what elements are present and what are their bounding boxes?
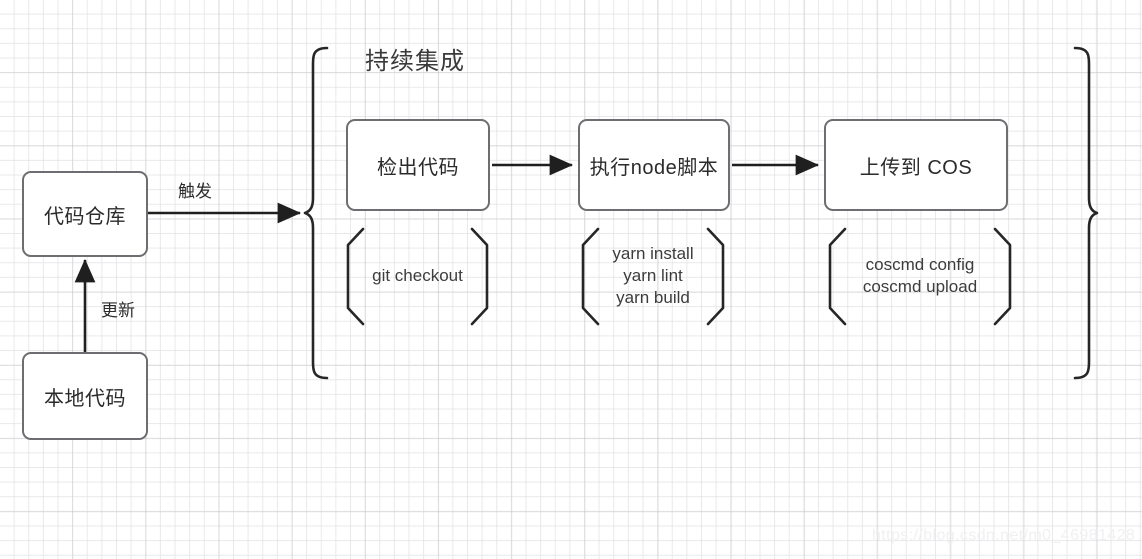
ci-group-right-brace (1073, 46, 1099, 380)
edge-label-trigger: 触发 (178, 182, 212, 201)
ci-group-left-brace (303, 46, 329, 380)
watermark-text: https://blog.csdn.net/m0_46981428 (872, 527, 1136, 544)
edge-label-update: 更新 (101, 301, 135, 320)
node-run-node-script[interactable]: 执行node脚本 (578, 119, 730, 211)
bracket-text-node-commands: yarn install yarn lint yarn build (612, 244, 694, 307)
node-upload-to-cos[interactable]: 上传到 COS (824, 119, 1008, 211)
bracket-text-checkout-commands: git checkout (372, 266, 463, 285)
node-local-code[interactable]: 本地代码 (22, 352, 148, 440)
ci-group-title: 持续集成 (365, 48, 465, 75)
bracket-text-cos-commands: coscmd config coscmd upload (862, 255, 978, 296)
node-checkout-code[interactable]: 检出代码 (346, 119, 490, 211)
node-code-repository[interactable]: 代码仓库 (22, 171, 148, 257)
